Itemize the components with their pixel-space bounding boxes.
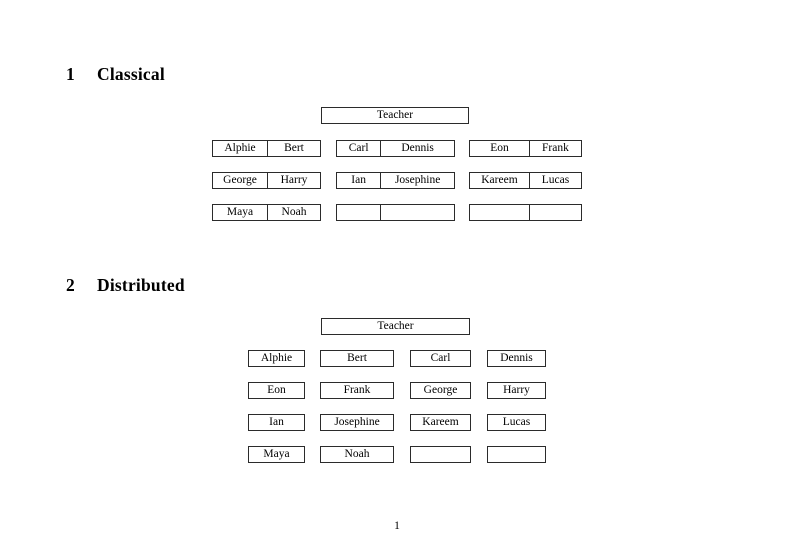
student-box: Alphie [248, 350, 305, 367]
section-number: 2 [66, 275, 75, 295]
student-box: Ian [248, 414, 305, 431]
student-box: Maya [248, 446, 305, 463]
empty-student-cell [528, 205, 581, 220]
student-box: Eon [248, 382, 305, 399]
page-number: 1 [394, 520, 400, 532]
student-pair-group [336, 204, 455, 221]
student-box: Bert [320, 350, 394, 367]
student-cell: Eon [490, 141, 509, 154]
student-box: Kareem [410, 414, 471, 431]
student-pair-group: George Harry [212, 172, 321, 189]
section-number: 1 [66, 64, 75, 84]
student-box: Frank [320, 382, 394, 399]
empty-student-box [410, 446, 471, 463]
student-box: Noah [320, 446, 394, 463]
student-cell: Harry [266, 173, 320, 188]
empty-student-cell [337, 205, 380, 220]
teacher-box-distributed: Teacher [321, 318, 470, 335]
empty-student-cell [380, 205, 454, 220]
student-cell: Carl [348, 141, 369, 154]
empty-student-box [487, 446, 546, 463]
student-cell: Maya [226, 205, 254, 218]
student-cell: Lucas [528, 173, 581, 188]
student-cell: Frank [528, 141, 581, 156]
section-heading-distributed: 2 Distributed [66, 275, 185, 296]
student-cell: Dennis [380, 141, 454, 156]
student-box: Dennis [487, 350, 546, 367]
student-box: Josephine [320, 414, 394, 431]
student-box: Carl [410, 350, 471, 367]
empty-student-cell [470, 205, 529, 220]
student-pair-group [469, 204, 582, 221]
section-title: Classical [97, 64, 165, 84]
student-box: George [410, 382, 471, 399]
student-cell: Ian [351, 173, 366, 186]
student-cell: George [223, 173, 257, 186]
section-heading-classical: 1 Classical [66, 64, 165, 85]
student-pair-group: Maya Noah [212, 204, 321, 221]
student-pair-group: Ian Josephine [336, 172, 455, 189]
student-pair-group: Carl Dennis [336, 140, 455, 157]
student-cell: Josephine [380, 173, 454, 188]
student-cell: Noah [266, 205, 320, 220]
student-pair-group: Eon Frank [469, 140, 582, 157]
student-pair-group: Alphie Bert [212, 140, 321, 157]
student-box: Lucas [487, 414, 546, 431]
student-cell: Kareem [481, 173, 518, 186]
section-title: Distributed [97, 275, 185, 295]
teacher-box-classical: Teacher [321, 107, 469, 124]
student-cell: Bert [266, 141, 320, 156]
student-box: Harry [487, 382, 546, 399]
student-cell: Alphie [224, 141, 256, 154]
student-pair-group: Kareem Lucas [469, 172, 582, 189]
